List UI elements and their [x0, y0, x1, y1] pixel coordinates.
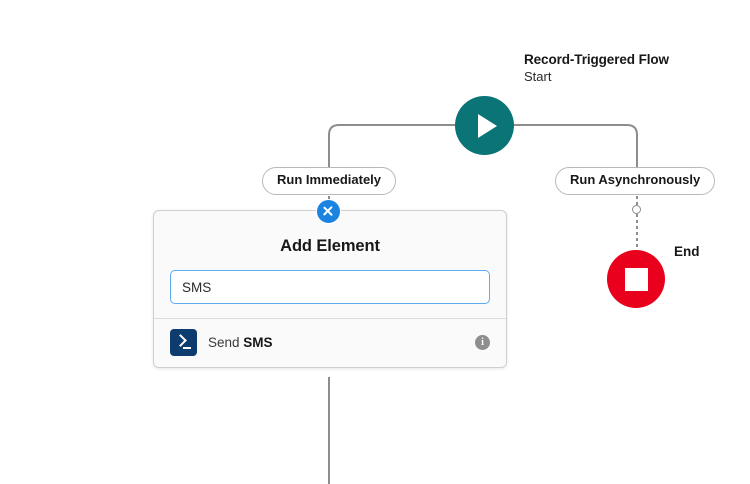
list-item-label-strong: SMS: [243, 335, 273, 350]
start-node-subtitle: Start: [524, 68, 552, 84]
element-results-list: Send SMS i: [154, 318, 506, 367]
list-item-label: Send SMS: [208, 335, 464, 350]
branch-label-run-asynchronously[interactable]: Run Asynchronously: [555, 167, 716, 195]
list-item[interactable]: Send SMS i: [154, 319, 506, 367]
add-element-panel-body: Add Element: [154, 211, 506, 318]
element-search-input[interactable]: [170, 270, 490, 304]
start-node-title-block: Record-Triggered Flow Start: [524, 52, 669, 85]
close-icon[interactable]: [316, 199, 341, 224]
play-icon: [477, 113, 497, 138]
end-node[interactable]: [607, 250, 665, 308]
add-element-panel: Add Element Send SMS i: [153, 210, 507, 368]
branch-label-run-immediately[interactable]: Run Immediately: [262, 167, 397, 195]
list-item-label-prefix: Send: [208, 335, 244, 350]
page-title: Record-Triggered Flow: [524, 52, 669, 67]
info-icon[interactable]: i: [475, 335, 490, 350]
connector-dot[interactable]: [632, 205, 641, 214]
stop-icon: [624, 267, 648, 291]
end-node-label: End: [674, 244, 700, 259]
terminal-prompt-icon: [170, 329, 197, 356]
start-node[interactable]: [455, 96, 514, 155]
add-element-heading: Add Element: [280, 237, 380, 255]
